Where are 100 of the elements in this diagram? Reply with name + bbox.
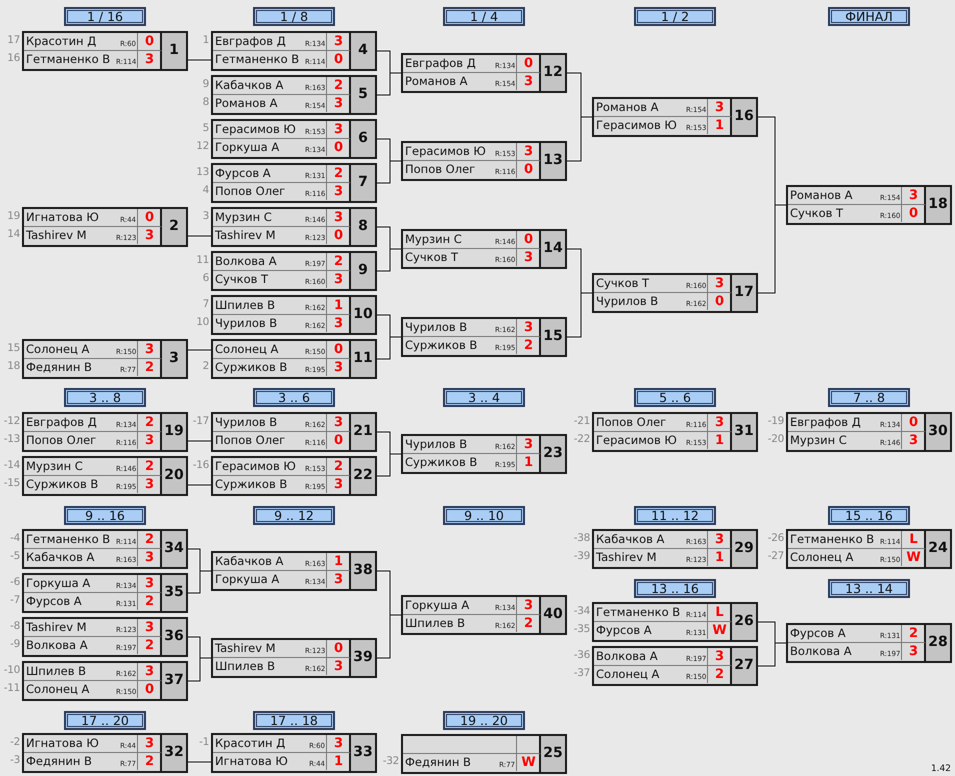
round-header: 17 .. 20 [64, 711, 146, 730]
player-name: Горкуша А [26, 576, 90, 590]
player-name: Шпилев В [215, 298, 276, 312]
player-name: Федянин В [26, 360, 92, 374]
player-name: Tashirev M [26, 228, 87, 242]
player-row [24, 359, 162, 377]
player-row [403, 597, 541, 615]
score: W [707, 622, 731, 639]
match-number: 9 [357, 262, 369, 278]
score: W [901, 549, 925, 566]
match-number: 3 [168, 350, 180, 366]
match-number: 19 [163, 423, 185, 439]
player-name: Романов А [790, 188, 853, 202]
score: 1 [326, 553, 350, 570]
match-box [401, 434, 567, 474]
match-box [401, 229, 567, 269]
seed-number: 4 [202, 184, 209, 196]
player-name: Горкуша А [405, 598, 470, 612]
player-name: Кабачков А [596, 532, 664, 546]
player-name: Сучков Т [596, 276, 650, 290]
match-box [786, 412, 952, 452]
seed-number: -12 [2, 415, 20, 427]
player-row [213, 33, 351, 51]
match-number: 5 [357, 86, 369, 102]
player-row [213, 297, 351, 315]
score: 3 [516, 319, 540, 336]
score: 1 [326, 753, 350, 770]
match-number: 31 [733, 423, 755, 439]
seed-number: 18 [6, 360, 20, 372]
score: 2 [137, 531, 161, 548]
player-row [594, 275, 732, 293]
player-row [788, 625, 926, 643]
player-row [594, 531, 732, 549]
score: 3 [516, 73, 540, 90]
match-box [211, 733, 377, 773]
match-box [22, 661, 188, 701]
score: 0 [901, 205, 925, 222]
player-row [403, 73, 541, 91]
round-header: 15 .. 16 [828, 506, 910, 525]
bracket-line [188, 440, 212, 442]
player-row [403, 249, 541, 267]
seed-number: -1 [198, 736, 209, 748]
player-name: Фурсов А [26, 594, 82, 608]
bracket-line [376, 248, 402, 272]
score: 2 [137, 359, 161, 376]
round-header: 3 .. 6 [253, 388, 335, 407]
player-name: Мурзин С [790, 433, 847, 447]
score: W [516, 754, 540, 771]
score: 2 [137, 637, 161, 654]
score: 3 [137, 432, 161, 449]
player-name: Суржиков В [215, 477, 288, 491]
player-row [24, 663, 162, 681]
player-name: Волкова А [790, 644, 852, 658]
player-name: Попов Олег [596, 415, 666, 429]
score: 3 [707, 531, 731, 548]
player-row [788, 549, 926, 567]
seed-number: 3 [202, 210, 209, 222]
score: 3 [516, 143, 540, 160]
score: 3 [326, 183, 350, 200]
player-row [594, 622, 732, 640]
player-name: Гетманенко В [790, 532, 874, 546]
seed-number: -5 [9, 550, 20, 562]
match-box [211, 295, 377, 335]
player-row [788, 531, 926, 549]
player-name: Суржиков В [215, 360, 288, 374]
score: 0 [326, 139, 350, 156]
score: 3 [137, 476, 161, 493]
player-name: Кабачков А [26, 550, 94, 564]
match-box [22, 339, 188, 379]
player-row [594, 648, 732, 666]
player-name: Попов Олег [405, 162, 476, 176]
player-row [24, 681, 162, 699]
match-number: 17 [733, 284, 755, 300]
match-number: 8 [357, 218, 369, 234]
score: 3 [326, 209, 350, 226]
player-row [24, 753, 162, 771]
seed-number: -26 [766, 532, 784, 544]
seed-number: 1 [202, 34, 209, 46]
player-row [24, 593, 162, 611]
player-row [24, 637, 162, 655]
seed-number: 19 [6, 210, 20, 222]
match-box [22, 412, 188, 452]
score: 3 [707, 414, 731, 431]
seed-number: -37 [572, 667, 590, 679]
player-row [213, 359, 351, 377]
score: 3 [326, 271, 350, 288]
player-row [788, 414, 926, 432]
match-number: 12 [542, 64, 564, 80]
score: 3 [326, 359, 350, 376]
score: 0 [516, 231, 540, 248]
player-row [788, 643, 926, 661]
bracket-line [758, 642, 786, 666]
score: 2 [707, 666, 731, 683]
player-row [24, 51, 162, 69]
score: 3 [326, 414, 350, 431]
player-row [213, 753, 351, 771]
match-box [211, 163, 377, 203]
player-row [403, 454, 541, 472]
player-name: Суржиков В [405, 338, 478, 352]
player-row [24, 227, 162, 245]
